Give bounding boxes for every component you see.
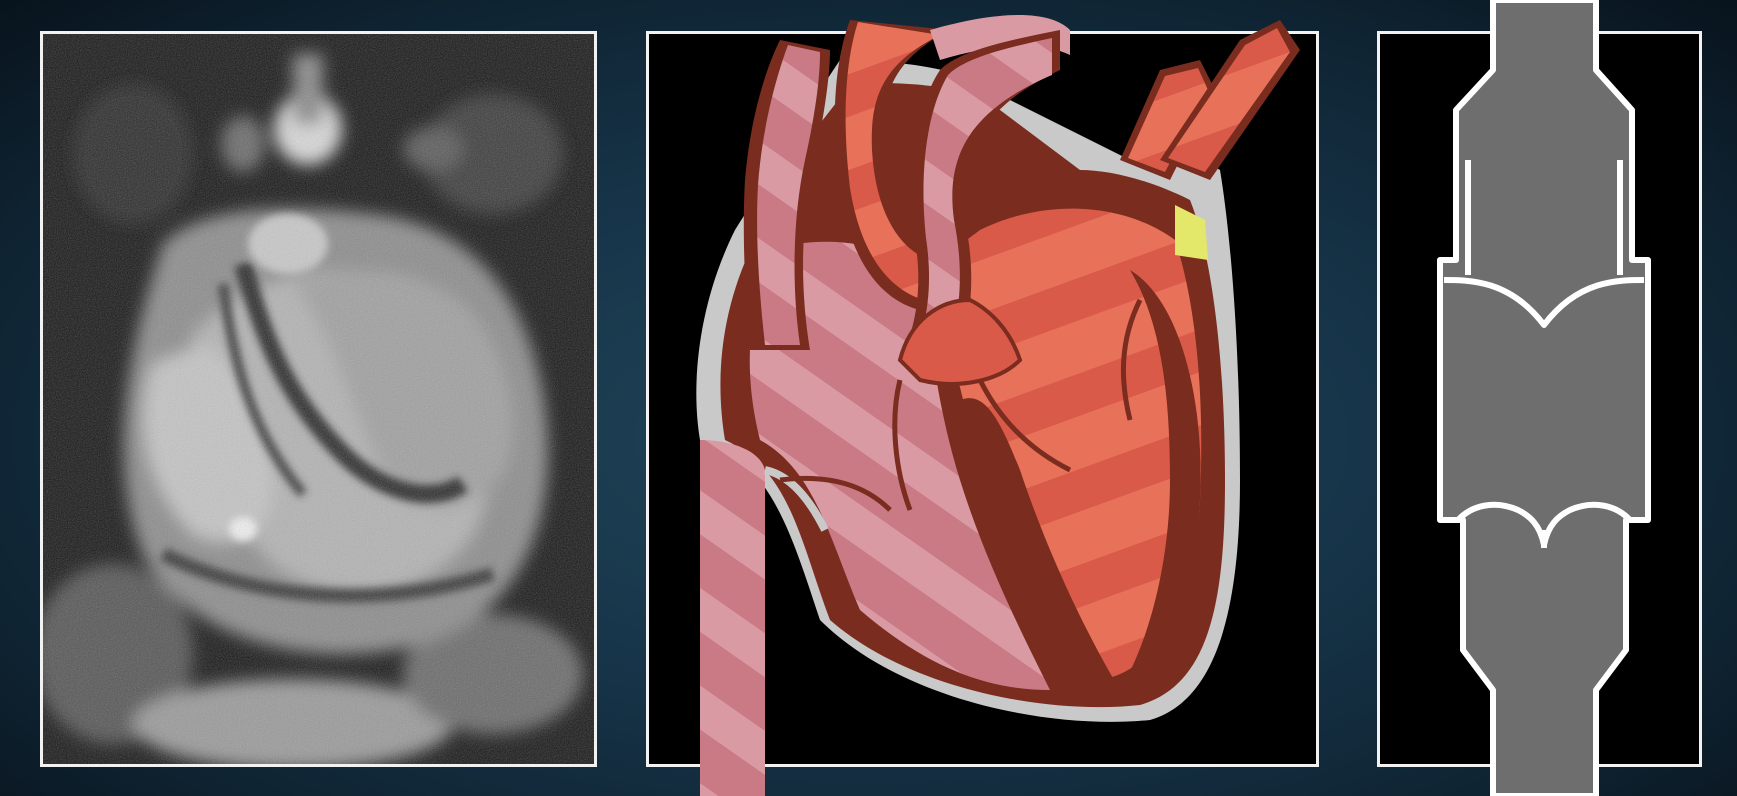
mri-heart-scan-icon: [43, 34, 594, 764]
mri-panel: [40, 31, 597, 767]
valve-schematic-panel: [1377, 31, 1702, 767]
heart-diagram-panel: [646, 31, 1319, 767]
